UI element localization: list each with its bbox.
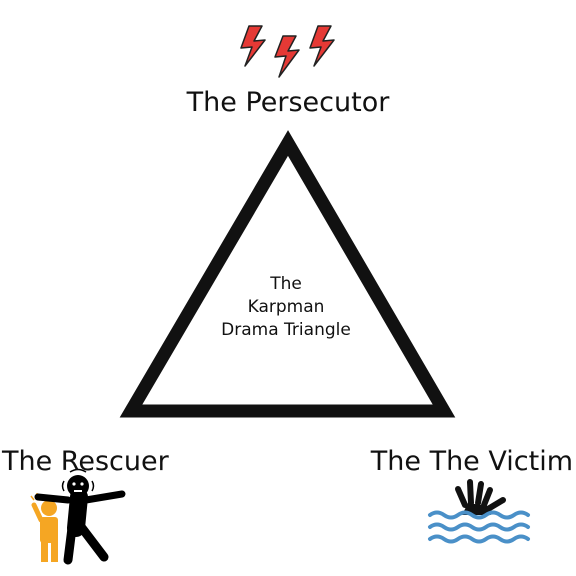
lightning-bolts-icon — [240, 25, 335, 78]
center-title-line-1: The — [270, 274, 302, 294]
motion-marks — [61, 468, 95, 492]
rescuer-label: The Rescuer — [2, 446, 169, 477]
hand — [455, 479, 506, 515]
child-figure — [31, 500, 58, 562]
rescuer-figure — [34, 475, 126, 565]
lightning-bolt-middle — [274, 35, 300, 78]
water-waves — [428, 510, 530, 544]
lightning-bolt-right — [309, 25, 335, 67]
lightning-bolt-left — [240, 25, 266, 67]
center-title-line-2: Karpman — [247, 297, 325, 317]
rescuer-figures-icon — [30, 468, 126, 565]
persecutor-label: The Persecutor — [186, 87, 390, 118]
rescuer-face — [72, 482, 84, 492]
triangle-outline — [119, 130, 456, 418]
drowning-hand-icon — [428, 479, 530, 544]
victim-label: The The Victim — [370, 446, 573, 477]
center-title-line-3: Drama Triangle — [221, 320, 351, 340]
center-title: The Karpman Drama Triangle — [186, 273, 386, 342]
